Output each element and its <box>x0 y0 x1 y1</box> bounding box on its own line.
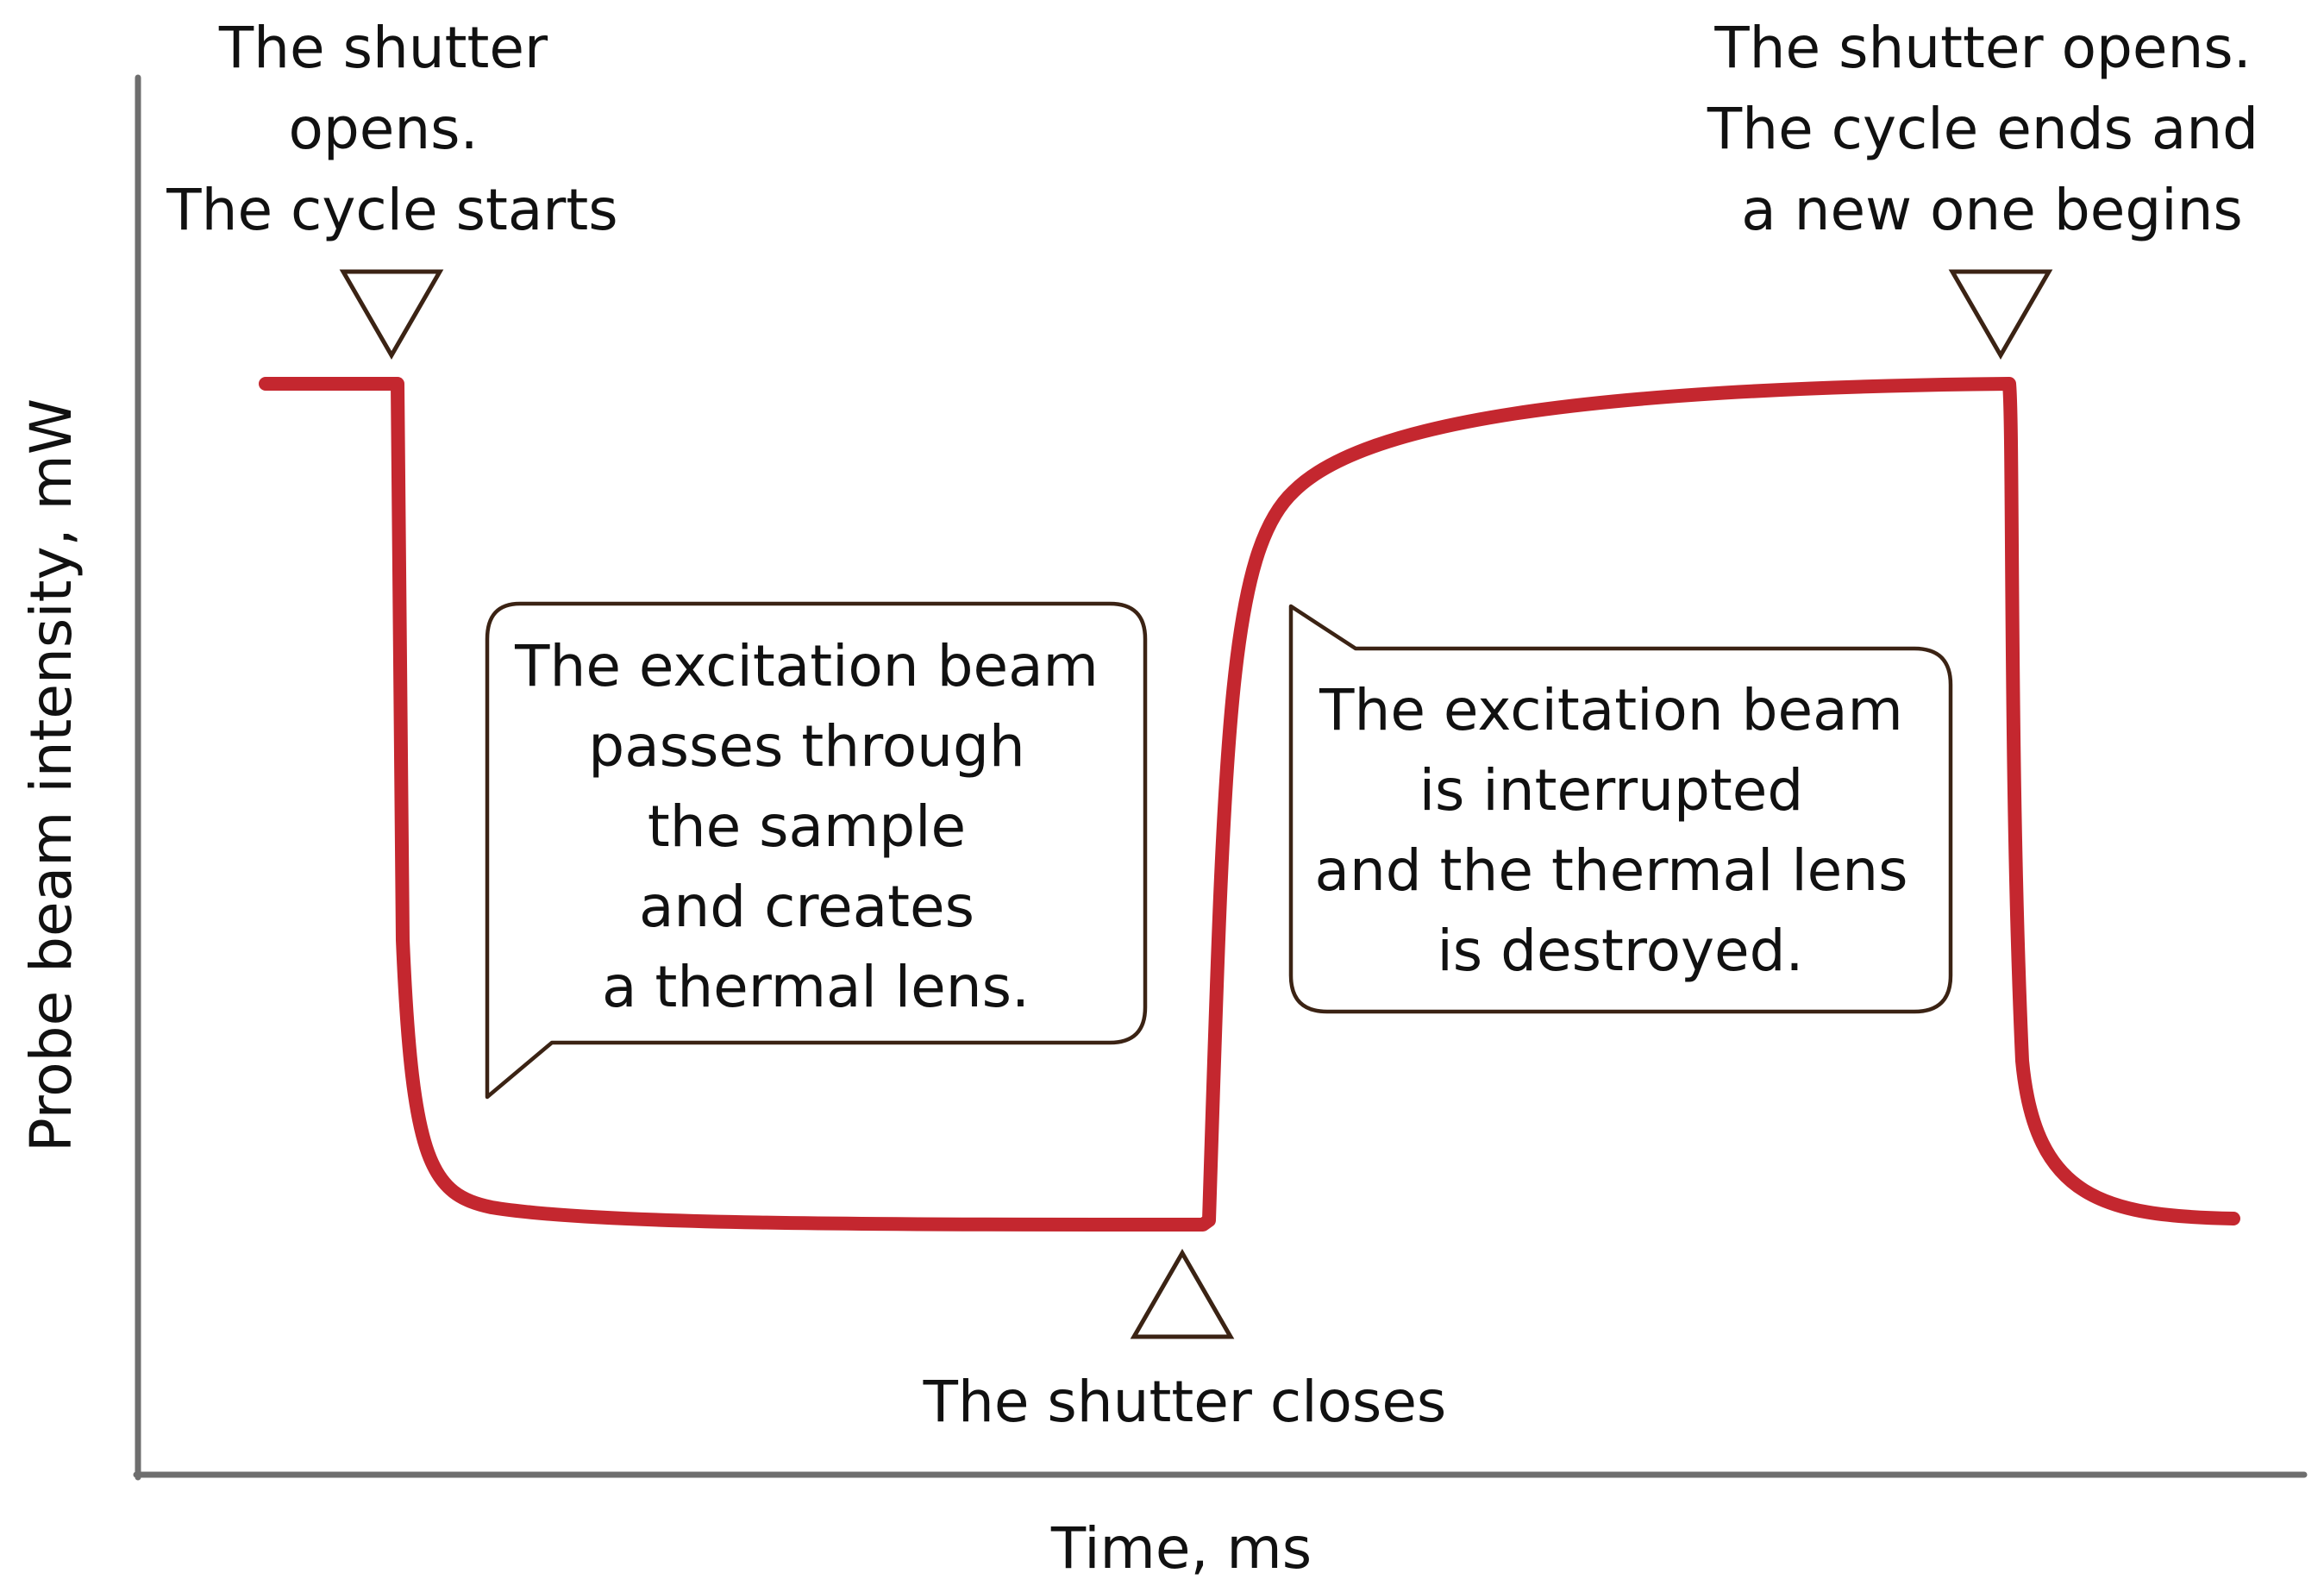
shutter-open-marker-start <box>339 269 444 360</box>
callout-text-excitation-passes: The excitation beam passes through the s… <box>514 633 1117 1020</box>
annotation-shutter-closes: The shutter closes <box>923 1369 1447 1435</box>
callout-excitation-passes <box>485 601 1148 1100</box>
shutter-close-marker <box>1130 1248 1235 1339</box>
callout-excitation-interrupted <box>1288 604 1953 1014</box>
callout-text-excitation-interrupted: The excitation beam is interrupted and t… <box>1315 677 1926 984</box>
annotation-shutter-opens-start: The shutter opens. The cycle starts <box>166 15 617 243</box>
annotation-shutter-opens-end: The shutter opens. The cycle ends and a … <box>1707 15 2277 243</box>
x-axis-label: Time, ms <box>1050 1515 1312 1582</box>
shutter-open-marker-end <box>1948 269 2053 360</box>
y-axis-label: Probe beam intensity, mW <box>18 398 85 1152</box>
probe-intensity-curve <box>259 377 2240 1232</box>
